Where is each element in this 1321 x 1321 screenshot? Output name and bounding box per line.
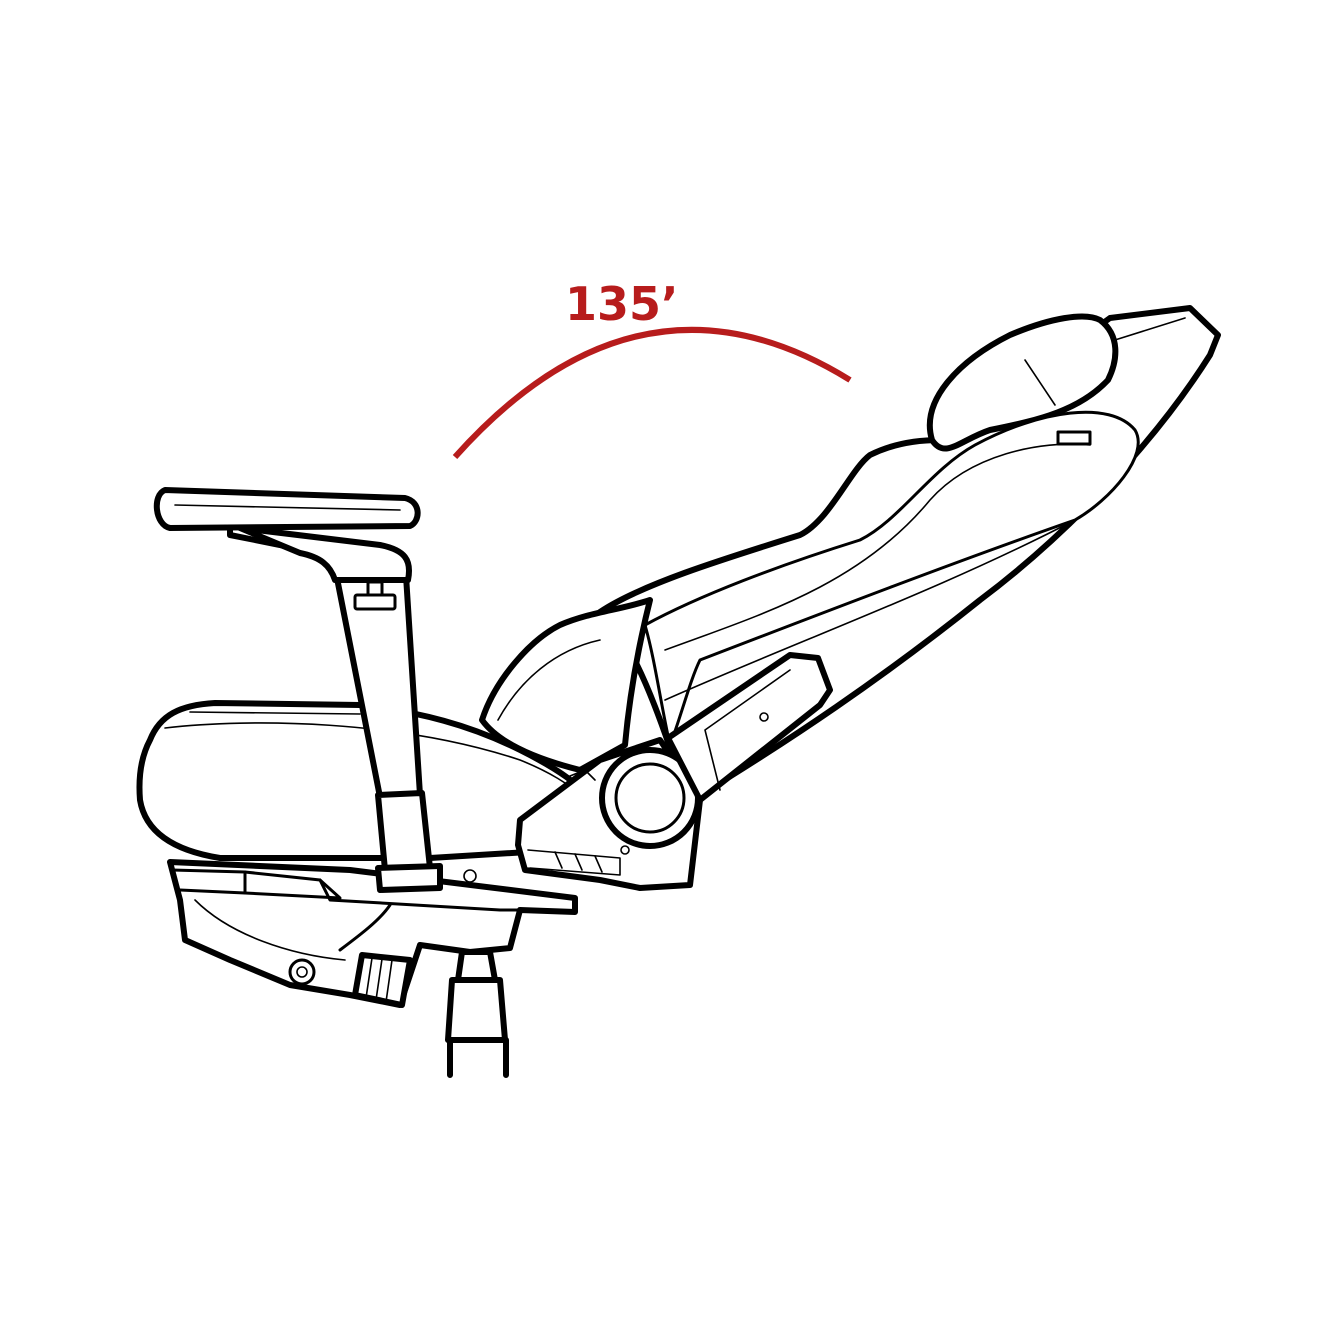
- hinge-vent-1: [554, 851, 563, 869]
- hinge-vent-3: [594, 855, 603, 873]
- mechanism-arc: [194, 899, 346, 961]
- bracket-screw: [759, 712, 769, 722]
- armrest-pad: [153, 487, 421, 531]
- gas-lift: [445, 949, 509, 1078]
- frame-rail: [170, 868, 247, 895]
- armrest-height-button: [353, 593, 397, 611]
- hinge-vent-panel: [527, 849, 621, 876]
- recline-angle-arc: [452, 327, 852, 460]
- mechanism-plate: [318, 878, 522, 912]
- seat-mount-screw: [463, 869, 477, 883]
- seat-mount-tab: [564, 769, 596, 781]
- hinge-vent-2: [574, 853, 583, 871]
- tension-knob: [352, 952, 413, 1008]
- seat-frame: [167, 859, 578, 1008]
- seat-cushion: [136, 700, 593, 861]
- seat-stitch-inner: [189, 711, 361, 715]
- gas-lift-tube: [447, 1037, 509, 1078]
- armrest-foot: [375, 863, 443, 893]
- armrest-lower-sleeve: [375, 790, 433, 873]
- seat: [136, 700, 593, 861]
- backrest-cushion: [643, 410, 1140, 747]
- backrest-badge: [1056, 430, 1092, 446]
- knob-ridge-1: [365, 957, 373, 999]
- mechanism-bolt-inner: [296, 966, 308, 978]
- armrest: [153, 487, 443, 893]
- backrest-stitch-1: [664, 443, 1091, 651]
- bolster-stitch: [497, 639, 601, 721]
- armrest-button-clip: [366, 580, 384, 597]
- hinge-pivot-inner: [614, 762, 686, 834]
- seat-mechanism: [167, 859, 578, 1008]
- knob-ridge-2: [375, 958, 383, 1001]
- recline-bracket: [665, 652, 833, 803]
- gas-lift-cover: [445, 977, 508, 1043]
- armrest-pad-seam: [174, 504, 401, 511]
- mechanism-bolt: [288, 958, 316, 986]
- backrest-stitch-2: [664, 519, 1076, 701]
- backrest-side-bolster: [479, 597, 653, 773]
- backrest-stitch-4: [1114, 317, 1186, 341]
- armrest-upper-arm: [237, 525, 412, 583]
- bracket-edge: [704, 669, 791, 791]
- backrest: [597, 305, 1221, 798]
- gas-lift-collar: [455, 949, 498, 983]
- seat-stitch-top: [164, 722, 581, 796]
- headrest-pillow: [927, 313, 1119, 452]
- hinge-pin: [620, 845, 630, 855]
- recline-angle-label: 135’: [565, 277, 679, 331]
- frame-rail-2: [243, 870, 342, 900]
- knob-ridge-3: [385, 959, 393, 1003]
- tilt-lever: [338, 903, 392, 952]
- backrest-stitch-3: [1024, 359, 1056, 406]
